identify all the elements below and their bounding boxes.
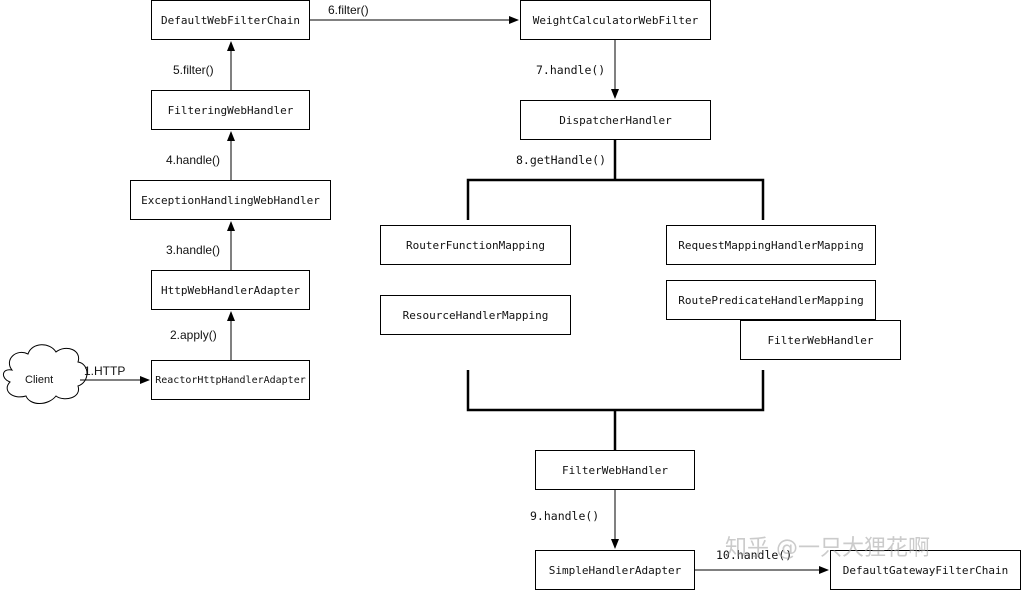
- default-gateway-filter-chain-box: DefaultGatewayFilterChain: [830, 550, 1021, 590]
- filter-web-handler-inner-box: FilterWebHandler: [740, 320, 901, 360]
- route-predicate-handler-mapping-box: RoutePredicateHandlerMapping: [666, 280, 876, 320]
- default-web-filter-chain-box: DefaultWebFilterChain: [151, 0, 310, 40]
- filtering-web-handler-box: FilteringWebHandler: [151, 90, 310, 130]
- edge-label-handle-4: 4.handle(): [166, 153, 221, 167]
- edge-label-handle-7: 7.handle(): [536, 63, 606, 77]
- simple-handler-adapter-box: SimpleHandlerAdapter: [535, 550, 695, 590]
- edge-label-handle-10: 10.handle(): [716, 548, 793, 562]
- edge-label-handle-3: 3.handle(): [166, 243, 221, 257]
- edge-label-handle-9: 9.handle(): [530, 509, 600, 523]
- filter-web-handler-box: FilterWebHandler: [535, 450, 695, 490]
- exception-handling-web-handler-box: ExceptionHandlingWebHandler: [130, 180, 331, 220]
- reactor-http-handler-adapter-box: ReactorHttpHandlerAdapter: [151, 360, 310, 400]
- bracket-bottom: [466, 370, 765, 412]
- request-mapping-handler-mapping-box: RequestMappingHandlerMapping: [666, 225, 876, 265]
- client-label: Client: [25, 374, 54, 386]
- edge-label-filter-5: 5.filter(): [173, 63, 214, 77]
- http-web-handler-adapter-box: HttpWebHandlerAdapter: [151, 270, 310, 310]
- router-function-mapping-box: RouterFunctionMapping: [380, 225, 571, 265]
- weight-calculator-web-filter-box: WeightCalculatorWebFilter: [520, 0, 711, 40]
- resource-handler-mapping-box: ResourceHandlerMapping: [380, 295, 571, 335]
- edge-label-apply: 2.apply(): [170, 328, 217, 342]
- edge-label-filter-6: 6.filter(): [328, 3, 369, 17]
- watermark-text: 知乎 @一只大狸花啊: [725, 536, 930, 561]
- bracket-top: [466, 178, 765, 220]
- edge-label-http: 1.HTTP: [84, 364, 126, 378]
- client-cloud-shape: [3, 344, 88, 404]
- dispatcher-handler-box: DispatcherHandler: [520, 100, 711, 140]
- edge-label-gethandle-8: 8.getHandle(): [516, 153, 607, 167]
